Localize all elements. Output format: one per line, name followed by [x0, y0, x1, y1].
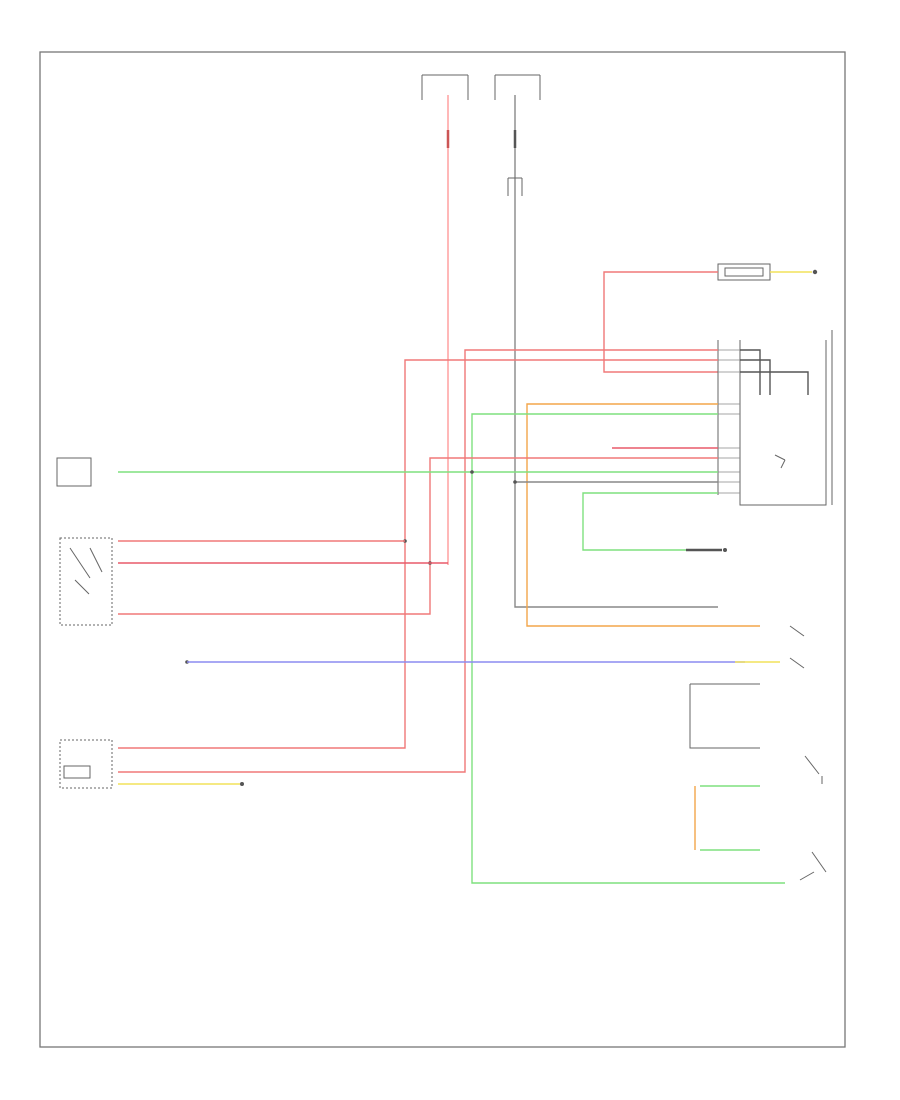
module-pins: [718, 349, 740, 494]
wire-red-2: [118, 359, 718, 749]
battery: [717, 263, 818, 281]
wire-green-clutch: [582, 492, 720, 551]
splice-dot-1: [470, 470, 474, 474]
engine-relay: [56, 457, 92, 487]
ac-switch-contact: [789, 625, 805, 669]
wire-red-main: [118, 349, 718, 773]
wire-feed-right: [514, 95, 718, 608]
fan-ground-dot: [240, 782, 244, 786]
splice-box: [507, 177, 523, 196]
wire-red-ecm-2: [118, 457, 718, 615]
splice-dot-2: [513, 480, 517, 484]
cooling-fan-switch: [59, 537, 113, 626]
throttle-switch-contact: [799, 871, 815, 881]
ac-clutch: [686, 548, 727, 552]
top-bus-left: [421, 74, 469, 100]
pressure-switch: [689, 683, 823, 784]
diagram-frame: [39, 51, 846, 1048]
wire-green-main: [471, 413, 785, 884]
top-bus-right: [494, 74, 541, 100]
module-right-fuses: [740, 349, 809, 395]
cooling-fan: [59, 739, 113, 789]
temperature-switch: [694, 785, 827, 873]
wire-battery-feed: [603, 271, 718, 373]
control-module: [717, 330, 833, 506]
wire-orange: [526, 403, 760, 627]
